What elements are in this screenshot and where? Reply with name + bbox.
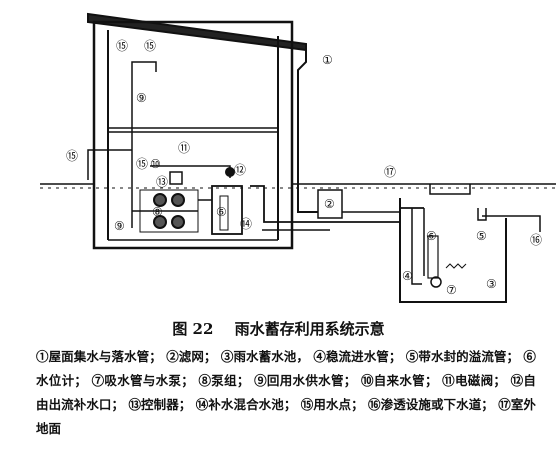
label-11: ⑪	[178, 141, 190, 155]
legend-item-7: ⑦吸水管与水泵；	[91, 373, 194, 388]
legend-item-14: ⑭补水混合水池；	[195, 397, 297, 412]
water-wave	[445, 263, 467, 269]
label-5: ⑤	[476, 229, 487, 243]
label-9-upper: ⑨	[136, 91, 147, 105]
label-12: ⑫	[234, 163, 246, 177]
label-3: ③	[486, 277, 497, 291]
floor-slab	[108, 127, 278, 133]
figure-title: 雨水蓄存利用系统示意	[234, 320, 385, 338]
building-wall	[92, 20, 294, 250]
label-13: ⑬	[156, 175, 168, 189]
return-pipe	[250, 185, 424, 223]
controller-box	[169, 171, 183, 185]
rainwater-system-diagram: ① ⑮ ⑮ ⑨ ⑮ ⑮ ⑩ ⑪ ⑫ ⑬ ⑧ ⑨ ⑥ ⑭ ⑰ ② ⑥ ⑤ ⑯ ④ …	[40, 12, 556, 303]
label-8: ⑧	[152, 205, 163, 219]
figure-caption: 图 22 雨水蓄存利用系统示意	[0, 318, 557, 339]
downpipe	[297, 50, 318, 213]
label-6-right: ⑥	[426, 229, 437, 243]
label-9-lower: ⑨	[114, 219, 125, 233]
pump-3	[153, 215, 167, 229]
legend-item-10: ⑩自来水管；	[360, 373, 438, 388]
filter	[317, 189, 343, 219]
suction-pump	[430, 276, 442, 288]
figure-number: 图 22	[172, 320, 214, 338]
mixing-tank	[211, 185, 243, 235]
stabilized-inlet-pipe	[411, 208, 422, 285]
label-1: ①	[322, 53, 333, 67]
solenoid-valve	[225, 167, 235, 177]
manhole	[429, 184, 471, 195]
label-14: ⑭	[240, 217, 252, 231]
legend-item-9: ⑨回用水供水管；	[254, 373, 357, 388]
label-17: ⑰	[384, 165, 396, 179]
label-6-left: ⑥	[216, 205, 227, 219]
label-10: ⑩	[150, 157, 161, 171]
legend-item-4: ④稳流进水管；	[313, 349, 402, 364]
level-gauge-cistern	[427, 235, 439, 279]
legend-item-15: ⑮用水点；	[300, 397, 364, 412]
pump-1	[153, 193, 167, 207]
label-15-d: ⑮	[136, 157, 148, 171]
supply-pipe	[131, 61, 157, 228]
legend-item-3: ③雨水蓄水池，	[220, 349, 309, 364]
label-4: ④	[402, 269, 413, 283]
label-15-c: ⑮	[66, 149, 78, 163]
label-2: ②	[324, 197, 335, 211]
legend-item-13: ⑬控制器；	[128, 397, 192, 412]
legend-item-8: ⑧泵组；	[198, 373, 250, 388]
legend-item-16: ⑯渗透设施或下水道；	[368, 397, 494, 412]
legend-item-2: ②滤网；	[166, 349, 217, 364]
legend-item-1: ①屋面集水与落水管；	[36, 349, 162, 364]
legend-item-11: ⑪电磁阀；	[442, 373, 506, 388]
label-15-a: ⑮	[116, 39, 128, 53]
label-7: ⑦	[446, 283, 457, 297]
inner-wall	[107, 30, 279, 240]
outlet-pipe	[87, 149, 132, 180]
label-15-b: ⑮	[144, 39, 156, 53]
overflow-trap	[477, 208, 487, 221]
legend-item-12: ⑫自由出流补水口；	[36, 373, 536, 412]
legend-item-5: ⑤带水封的溢流管；	[405, 349, 519, 364]
pump-2	[171, 193, 185, 207]
cistern	[399, 198, 507, 303]
level-gauge-inside	[219, 195, 229, 231]
overflow-pipe	[482, 215, 541, 232]
pump-4	[171, 215, 185, 229]
legend: ①屋面集水与落水管； ②滤网； ③雨水蓄水池， ④稳流进水管； ⑤带水封的溢流管…	[36, 345, 536, 441]
label-16: ⑯	[530, 233, 542, 247]
legend-item-6: ⑥水位计；	[36, 349, 536, 388]
legend-item-17: ⑰室外地面	[36, 397, 536, 436]
